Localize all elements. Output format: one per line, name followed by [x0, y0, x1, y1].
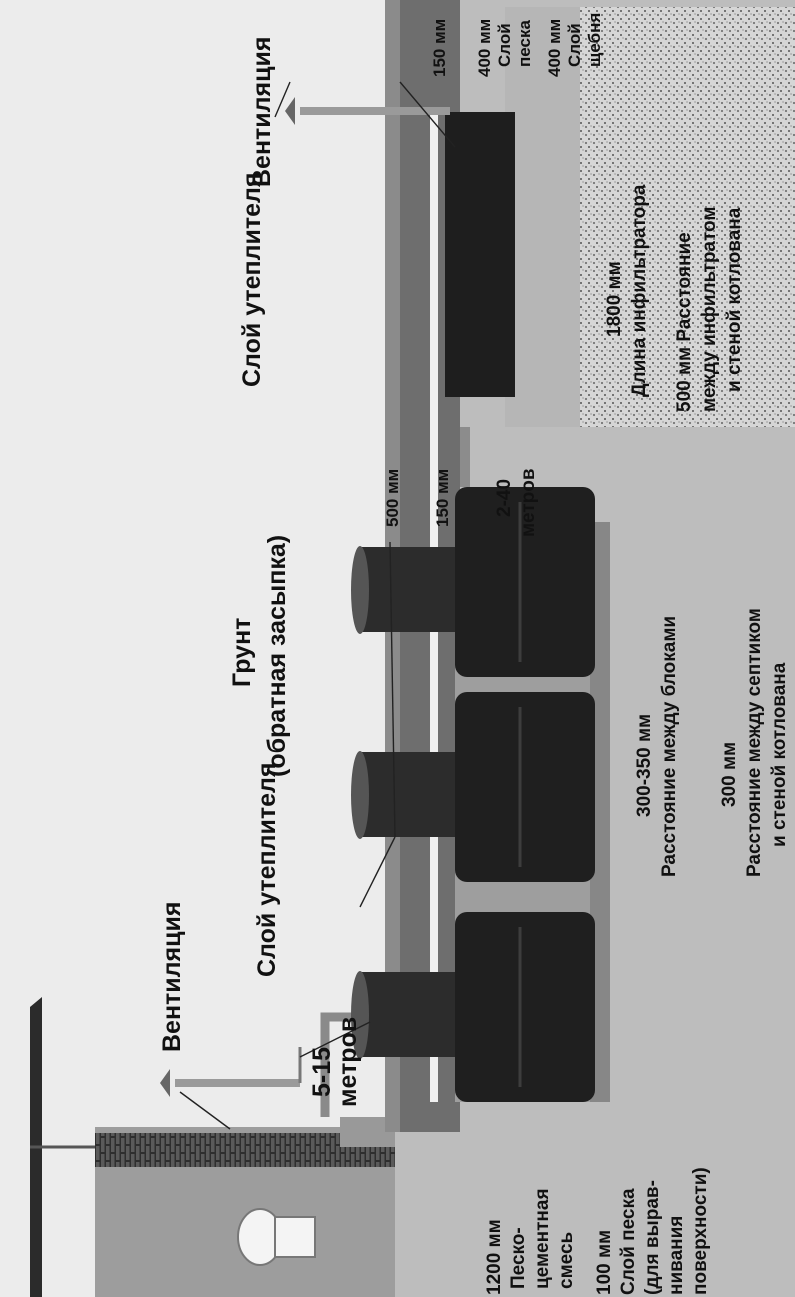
- gravel-layer: [580, 7, 795, 427]
- label-sand400-3: песка: [515, 20, 534, 67]
- label-gravel400-3: щебня: [585, 13, 604, 67]
- label-sand400-2: Слой: [495, 23, 514, 67]
- label-vent-left: Вентиляция: [158, 902, 186, 1052]
- label-inf-2: Длина инфильтратора: [629, 184, 650, 397]
- house-wall: [95, 1133, 395, 1167]
- label-sandlayer-3: нивания: [666, 1216, 687, 1295]
- label-inf500-1: 500 мм Расстояние: [674, 232, 695, 412]
- label-inf-1: 1800 мм: [604, 261, 625, 337]
- label-gravel400-1: 400 мм: [545, 19, 564, 77]
- label-gravel400-2: Слой: [565, 23, 584, 67]
- label-blocks-1: 300-350 мм: [634, 714, 655, 817]
- sky: [0, 0, 395, 1297]
- label-vent-right: Вентиляция: [248, 37, 276, 187]
- label-pit-1: 300 мм: [719, 742, 740, 807]
- label-sandlayer-1: Слой песка: [618, 1188, 639, 1295]
- label-mix-3: смесь: [556, 1232, 577, 1289]
- label-100: 100 мм: [594, 1230, 615, 1295]
- label-inf500-3: и стеной котлована: [724, 207, 745, 392]
- label-pipe-1: 2-40: [494, 479, 515, 517]
- vent-right: [285, 97, 450, 125]
- label-insul-left: Слой утеплителя: [253, 762, 281, 977]
- label-sandlayer-4: поверхности): [690, 1167, 711, 1295]
- label-soil-1: Грунт: [228, 618, 256, 687]
- vent-left: [160, 1047, 302, 1097]
- outlet-pipe: [460, 427, 470, 487]
- label-soil-2: (обратная засыпка): [263, 535, 291, 777]
- septic-tank-3: [351, 487, 595, 677]
- septic-tank-2: [351, 692, 595, 882]
- label-inf500-2: между инфильтратом: [699, 207, 720, 412]
- label-sand400-1: 400 мм: [475, 19, 494, 77]
- label-blocks-2: Расстояние между блоками: [659, 616, 680, 877]
- label-insul-right: Слой утеплителя: [238, 172, 266, 387]
- leader-lines: [179, 81, 456, 1130]
- label-pipe-2: метров: [518, 468, 539, 537]
- label-150a: 150 мм: [433, 469, 452, 527]
- label-150b: 150 мм: [430, 19, 449, 77]
- label-pit-3: и стеной котлована: [769, 662, 790, 847]
- label-dist-house-2: метров: [334, 1017, 362, 1107]
- label-1200: 1200 мм: [484, 1219, 505, 1295]
- label-dist-house-1: 5-15: [308, 1047, 336, 1097]
- label-mix-1: Песко-: [508, 1227, 529, 1289]
- label-500: 500 мм: [383, 469, 402, 527]
- sand-layer-infiltrator: [505, 7, 585, 427]
- label-mix-2: цементная: [532, 1188, 553, 1289]
- house: [30, 997, 395, 1297]
- infiltrator: [445, 112, 515, 397]
- label-pit-2: Расстояние между септиком: [744, 608, 765, 877]
- label-sandlayer-2: (для вырав-: [642, 1180, 663, 1295]
- septic-tank-1: [351, 912, 595, 1102]
